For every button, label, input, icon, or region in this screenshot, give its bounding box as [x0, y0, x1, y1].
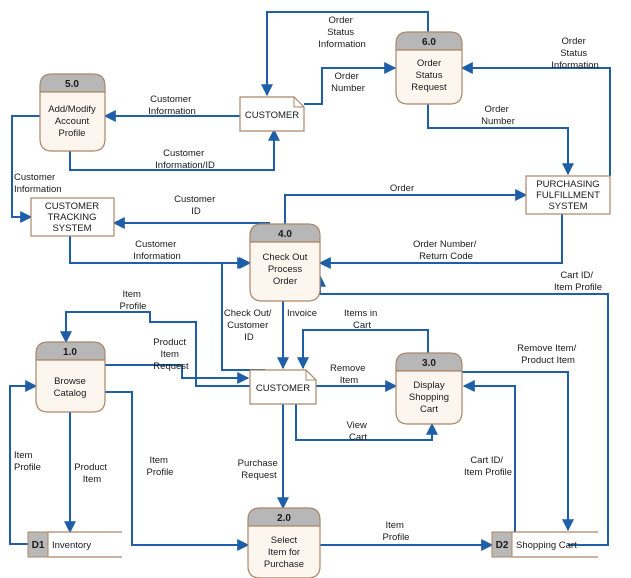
flow-line-p1-to-p2 [105, 391, 250, 551]
flow-line-purchasing-to-p6 [460, 62, 611, 176]
flow-line-tracking-to-p4 [69, 236, 252, 269]
process-6-label-1: Order [417, 58, 441, 69]
process-2-number: 2.0 [277, 513, 291, 524]
entity-tracking-label-1: CUSTOMER [45, 201, 99, 212]
entity-customer-mid-label: CUSTOMER [256, 383, 310, 394]
process-5: 5.0 Add/Modify Account Profile [39, 73, 106, 152]
datastore-d2-shopping-cart: D2 Shopping Cart [491, 531, 598, 558]
process-4-number: 4.0 [278, 229, 292, 240]
process-5-label-3: Profile [59, 128, 86, 139]
flow-label-cart-id-item-profile-p4: Cart ID/ Item Profile [554, 270, 602, 293]
flow-line-p3-to-d2 [462, 371, 574, 532]
flow-line-customer-view-to-p3 [295, 404, 438, 441]
process-1: 1.0 Browse Catalog [35, 341, 106, 413]
flow-line-p4-to-purchasing [284, 189, 528, 224]
entity-purchasing-label-2: FULFILLMENT [536, 190, 600, 201]
flow-label-customer-information-p4: Customer Information [133, 239, 181, 262]
datastore-d2-name: Shopping Cart [516, 540, 577, 551]
flow-label-order-status-information-top: Order Status Information [318, 15, 366, 50]
entity-purchasing-fulfillment-system: PURCHASING FULFILLMENT SYSTEM [525, 175, 611, 215]
flow-line-p3-to-customer [297, 329, 429, 370]
flow-label-remove-item: Remove Item [330, 363, 368, 386]
process-2: 2.0 Select Item for Purchase [247, 507, 321, 578]
flow-line-p6-to-customer [261, 11, 429, 97]
flow-line-p6-to-purchasing [427, 104, 574, 176]
process-3-number: 3.0 [422, 358, 436, 369]
flow-label-customer-information-id: Customer Information/ID [155, 148, 215, 171]
flow-label-view-cart: View Cart [346, 420, 369, 443]
flow-label-order-number-return-code: Order Number/ Return Code [413, 239, 479, 262]
process-1-number: 1.0 [63, 347, 77, 358]
process-4-label-3: Order [273, 276, 297, 287]
entity-purchasing-label-3: SYSTEM [548, 201, 587, 212]
flow-label-order-number-p6-purchasing: Order Number [481, 104, 515, 127]
process-3: 3.0 Display Shopping Cart [395, 352, 463, 425]
flow-label-product-item-request: Product Item Request [153, 337, 189, 372]
process-1-label-2: Catalog [54, 388, 87, 399]
flow-label-items-in-cart: Items in Cart [344, 308, 380, 331]
datastore-d2-code: D2 [496, 540, 509, 551]
flow-label-order-status-information-right: Order Status Information [551, 36, 599, 71]
flow-label-product-item-d1: Product Item [74, 462, 109, 485]
process-6-number: 6.0 [422, 37, 436, 48]
entity-tracking-label-2: TRACKING [47, 212, 96, 223]
flow-label-customer-information-tracking: Customer Information [14, 172, 62, 195]
flow-label-cart-id-item-profile-p3: Cart ID/ Item Profile [464, 455, 512, 478]
process-6: 6.0 Order Status Request [395, 31, 463, 105]
process-4-label-1: Check Out [263, 252, 308, 263]
flow-line-customer-to-p6 [304, 62, 397, 105]
flow-lines [9, 11, 611, 551]
process-3-label-3: Cart [420, 404, 438, 415]
entity-customer-top: CUSTOMER [239, 96, 305, 132]
process-3-label-2: Shopping [409, 392, 449, 403]
datastore-d1-code: D1 [32, 540, 45, 551]
datastore-d1-name: Inventory [52, 540, 91, 551]
flow-label-item-profile-d1: Item Profile [14, 450, 41, 473]
flow-label-item-profile-p2: Item Profile [147, 455, 174, 478]
flow-label-item-profile-d2: Item Profile [383, 520, 410, 543]
process-5-label-2: Account [55, 116, 90, 127]
process-6-label-3: Request [411, 82, 447, 93]
entity-purchasing-label-1: PURCHASING [536, 179, 599, 190]
flow-label-invoice: Invoice [287, 308, 317, 319]
process-4: 4.0 Check Out Process Order [249, 223, 321, 302]
flow-line-d1-to-p1 [9, 380, 38, 545]
process-2-label-3: Purchase [264, 559, 304, 570]
process-4-label-2: Process [268, 264, 303, 275]
process-2-label-1: Select [271, 535, 298, 546]
datastore-d1-inventory: D1 Inventory [27, 531, 122, 558]
entity-customer-tracking-system: CUSTOMER TRACKING SYSTEM [30, 197, 115, 237]
entity-customer-mid: CUSTOMER [249, 369, 317, 405]
flow-label-check-out-customer-id: Check Out/ Customer ID [224, 308, 274, 343]
flow-line-customer-to-p4 [221, 257, 265, 371]
flow-label-remove-item-product-item: Remove Item/ Product Item [517, 343, 579, 366]
flow-label-order-number-customer-p6: Order Number [331, 71, 365, 94]
process-1-label-1: Browse [54, 376, 86, 387]
flow-labels: Order Status Information Order Number Or… [14, 15, 602, 543]
entity-customer-top-label: CUSTOMER [245, 110, 299, 121]
flow-label-order: Order [390, 183, 414, 194]
flow-line-p5-to-customer [69, 128, 280, 171]
flow-label-purchase-request: Purchase Request [238, 458, 281, 481]
entity-tracking-label-3: SYSTEM [52, 223, 91, 234]
flow-line-customer-to-p1-request [60, 311, 250, 387]
process-2-label-2: Item for [268, 547, 300, 558]
process-6-label-2: Status [416, 70, 443, 81]
flow-line-d2-to-p3 [462, 380, 516, 532]
process-5-label-1: Add/Modify [48, 104, 96, 115]
flow-line-p1-to-customer [105, 364, 250, 384]
flow-label-item-profile-customer: Item Profile [120, 289, 147, 312]
flow-line-p5-to-tracking [11, 115, 40, 223]
flow-line-purchasing-to-p4 [318, 214, 563, 269]
flow-label-customer-information-p5: Customer Information [148, 94, 196, 117]
process-5-number: 5.0 [65, 79, 79, 90]
process-3-label-1: Display [413, 380, 444, 391]
flow-label-customer-id: Customer ID [174, 194, 218, 217]
